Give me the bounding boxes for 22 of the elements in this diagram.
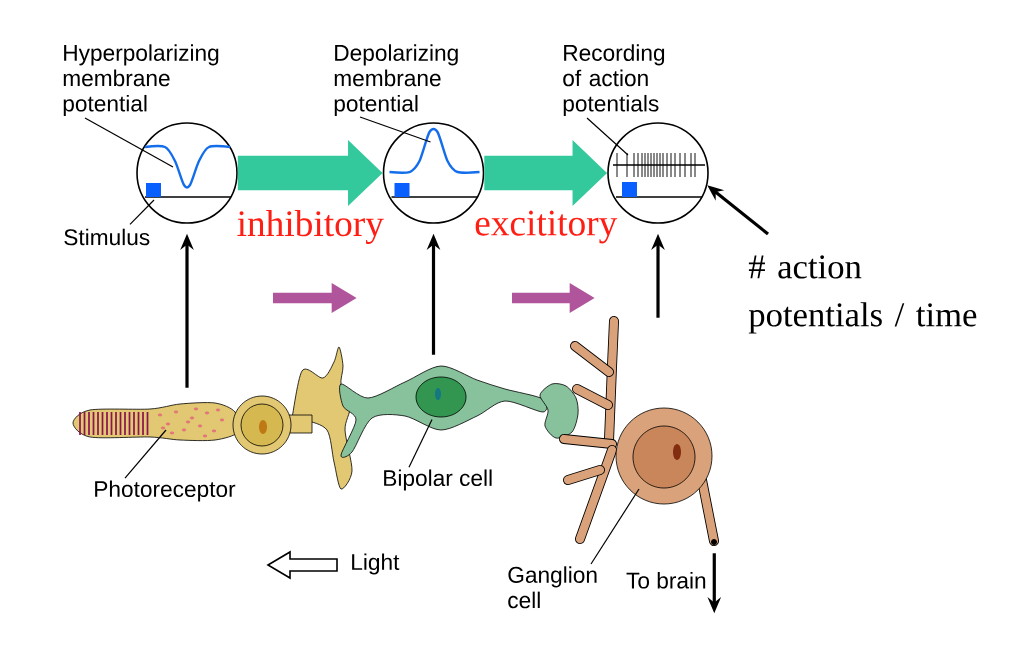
leader-line <box>359 116 432 143</box>
edge-label: inhibitory <box>237 210 384 244</box>
leader-line <box>590 488 640 565</box>
annotation-text: # action potentials / time <box>748 255 977 334</box>
callout-label: Recording of action potentials <box>563 44 665 117</box>
callout-label: Hyperpolarizing membrane potential <box>63 44 219 117</box>
edge-label: excititory <box>475 210 618 244</box>
leader-line <box>586 117 629 156</box>
leader-line <box>408 418 433 468</box>
callout-label: Depolarizing membrane potential <box>334 44 458 117</box>
bipolar-cell-drawing <box>339 365 579 458</box>
callout-label: Ganglion cell <box>508 566 597 609</box>
leader-line <box>129 199 155 225</box>
recording-circle <box>136 122 238 224</box>
callout-label: Photoreceptor <box>95 480 236 502</box>
edge-label: To brain <box>626 571 706 589</box>
ganglion-cell-drawing <box>559 316 719 546</box>
callout-label: Bipolar cell <box>384 469 492 491</box>
callout-label: Stimulus <box>64 228 150 246</box>
leader-line <box>84 117 174 168</box>
direction-label: Light <box>352 553 400 575</box>
leader-line <box>124 429 167 479</box>
